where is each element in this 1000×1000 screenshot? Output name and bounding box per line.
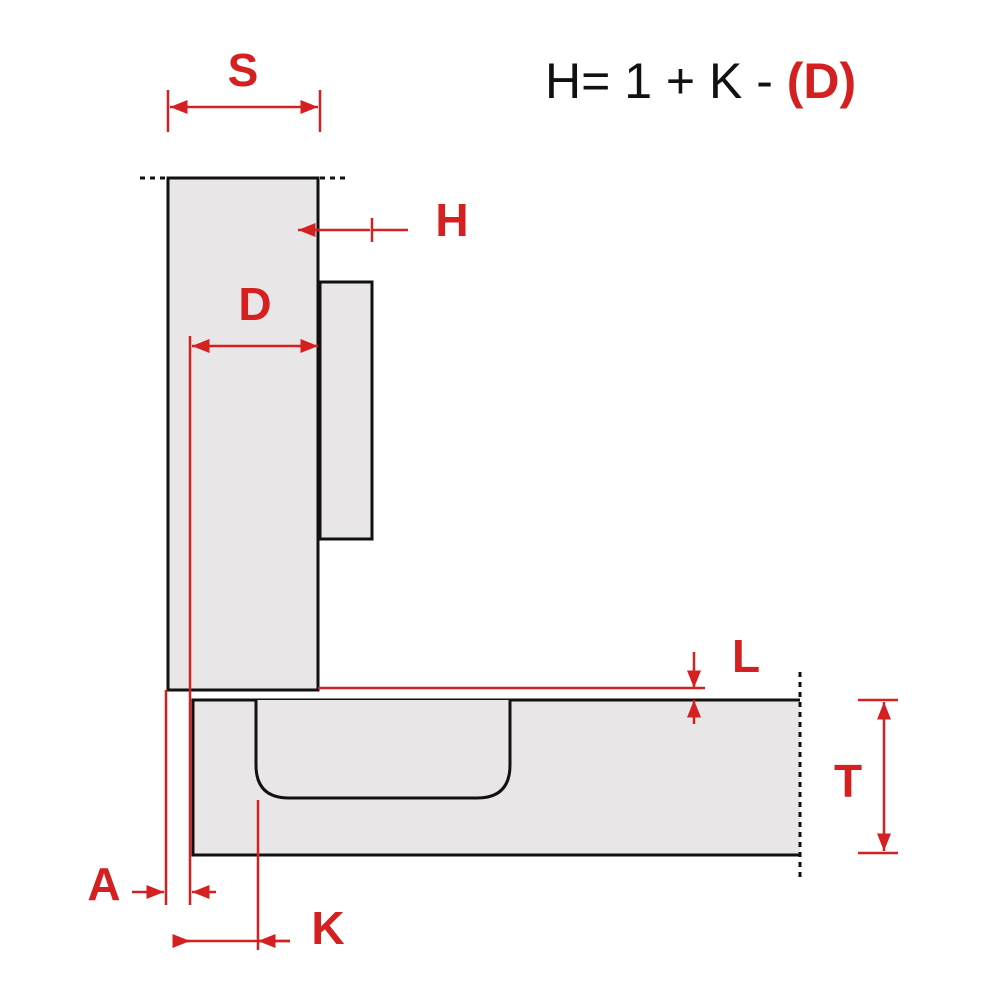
cabinet-side-panel [166, 176, 320, 692]
label-s: S [228, 44, 259, 96]
label-k: K [311, 902, 344, 954]
hinge-cup-recess [254, 700, 512, 800]
mounting-plate [318, 280, 374, 541]
label-d: D [238, 278, 271, 330]
label-t: T [834, 755, 862, 807]
formula-highlight: (D) [787, 53, 856, 109]
label-h: H [435, 194, 468, 246]
formula: H= 1 + K - (D) [545, 53, 856, 109]
formula-main: H= 1 + K - [545, 53, 787, 109]
label-l: L [732, 630, 760, 682]
label-a: A [87, 858, 120, 910]
